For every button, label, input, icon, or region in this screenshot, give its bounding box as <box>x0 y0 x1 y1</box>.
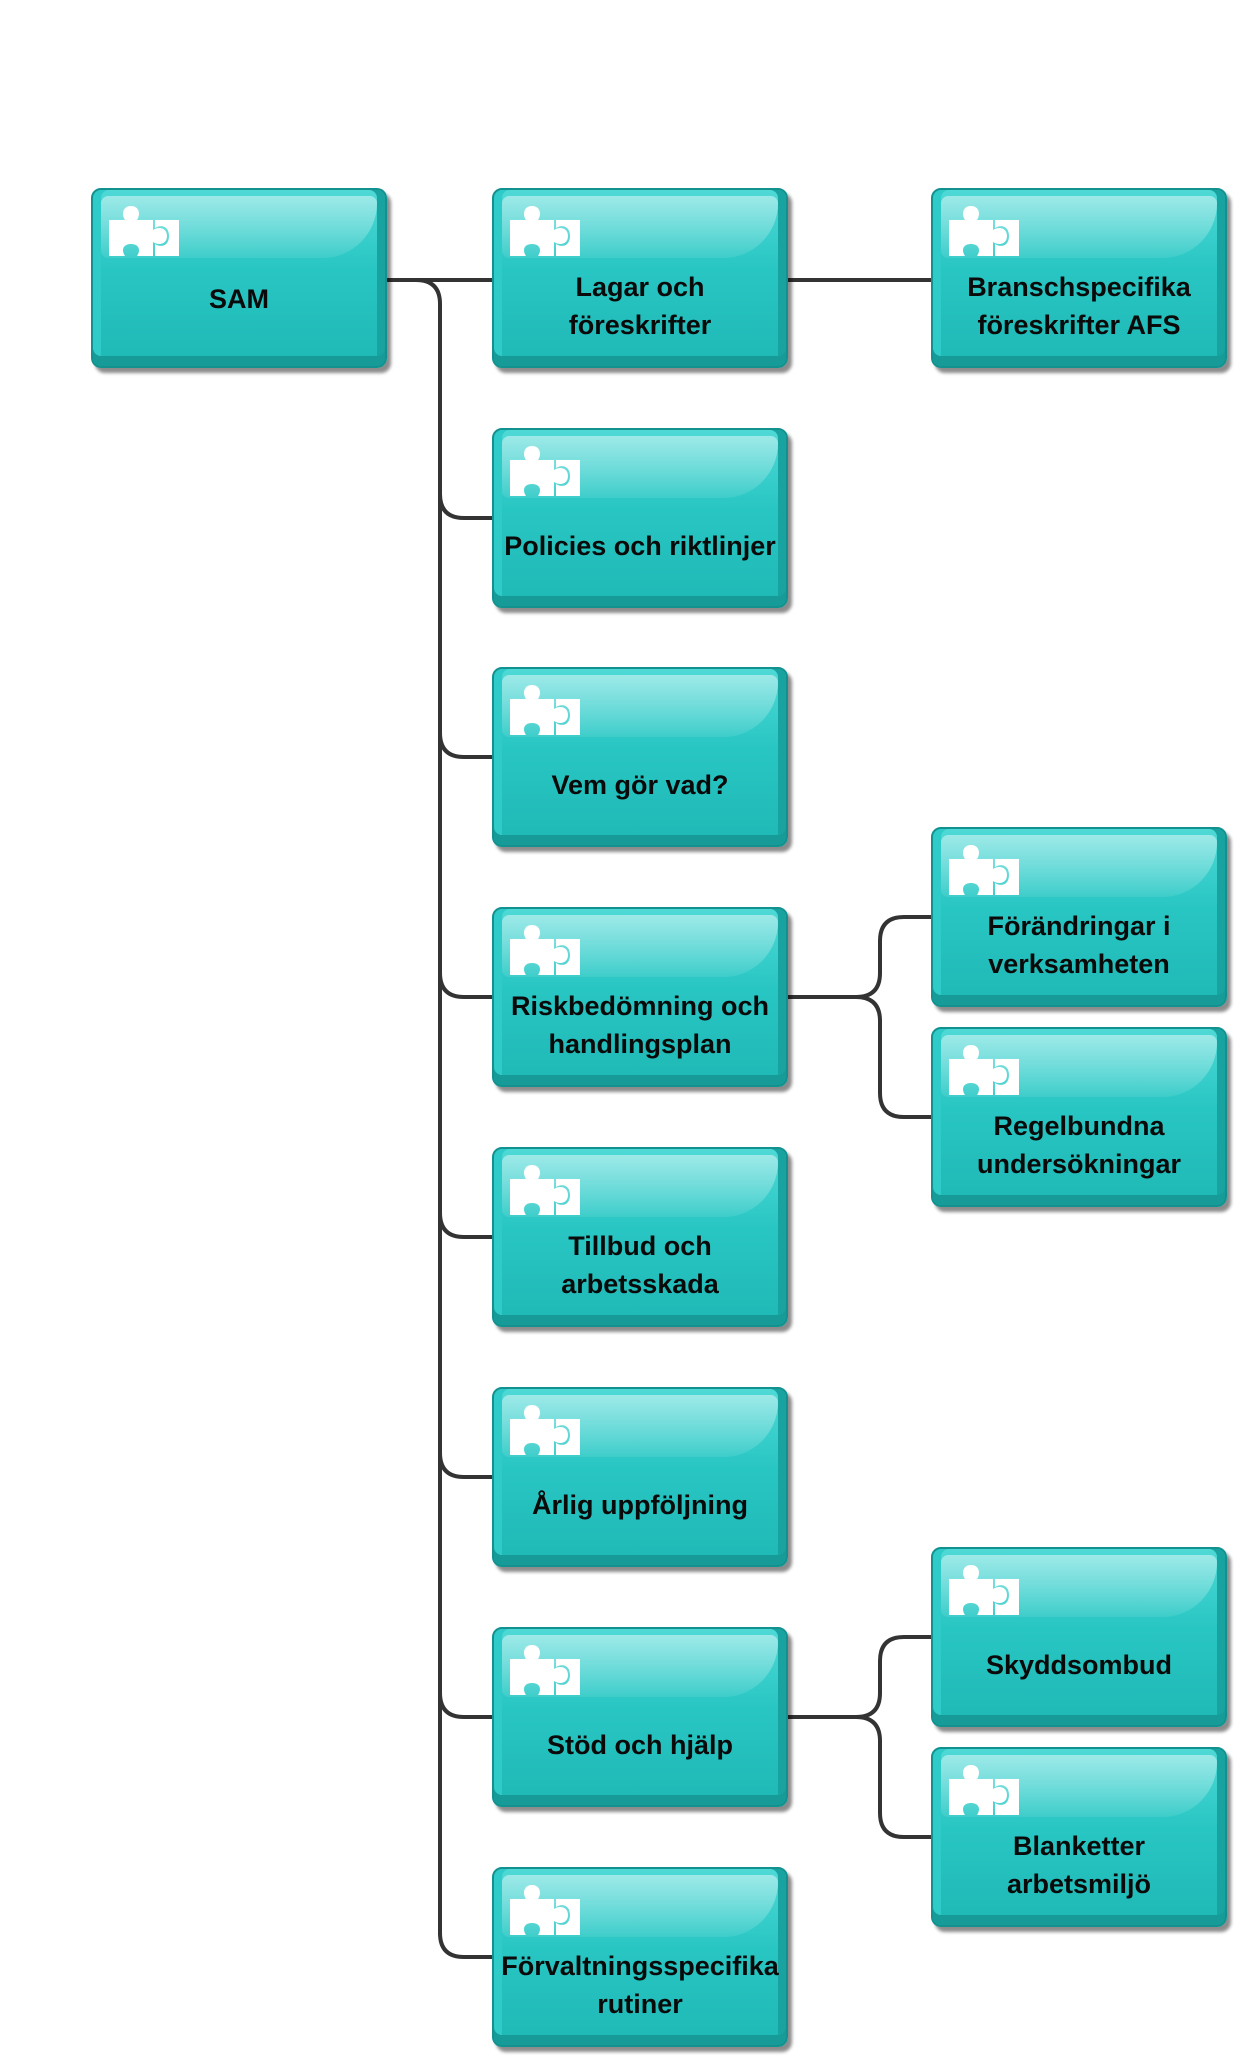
node-lagar-och-foreskrifter[interactable]: Lagar och föreskrifter <box>492 188 788 368</box>
node-vem-gor-vad[interactable]: Vem gör vad? <box>492 667 788 847</box>
puzzle-piece-icon <box>510 1165 580 1215</box>
node-label: Förvaltningsspecifika rutiner <box>501 1951 779 2019</box>
node-label: SAM <box>209 284 269 314</box>
node-label: Riskbedömning och handlingsplan <box>510 991 770 1059</box>
node-forvaltningsspecifika-rutiner[interactable]: Förvaltningsspecifika rutiner <box>492 1867 788 2047</box>
node-label: Lagar och föreskrifter <box>568 272 712 340</box>
puzzle-piece-icon <box>510 685 580 735</box>
puzzle-piece-icon <box>949 1045 1019 1095</box>
node-forandringar-i-verksamheten[interactable]: Förändringar i verksamheten <box>931 827 1227 1007</box>
puzzle-piece-icon <box>949 1765 1019 1815</box>
puzzle-piece-icon <box>510 1885 580 1935</box>
node-label: Tillbud och arbetsskada <box>561 1231 719 1299</box>
node-label: Vem gör vad? <box>551 770 729 800</box>
node-label: Regelbundna undersökningar <box>976 1111 1182 1179</box>
connector-branch-5 <box>438 1692 492 1719</box>
puzzle-piece-icon <box>949 845 1019 895</box>
connector-branch-0 <box>438 493 492 520</box>
puzzle-piece-icon <box>510 206 580 256</box>
connector-stod-blanketter <box>855 1715 931 1839</box>
node-tillbud-och-arbetsskada[interactable]: Tillbud och arbetsskada <box>492 1147 788 1327</box>
puzzle-piece-icon <box>510 925 580 975</box>
node-riskbedomning-och-handlingsplan[interactable]: Riskbedömning och handlingsplan <box>492 907 788 1087</box>
connector-trunk <box>415 278 442 1935</box>
connector-branch-6 <box>438 1932 492 1959</box>
node-sam[interactable]: SAM <box>91 188 387 368</box>
puzzle-piece-icon <box>510 1405 580 1455</box>
node-label: Policies och riktlinjer <box>504 531 776 561</box>
node-blanketter-arbetsmiljo[interactable]: Blanketter arbetsmiljö <box>931 1747 1227 1927</box>
puzzle-piece-icon <box>949 1565 1019 1615</box>
connector-risk-regelbundna <box>855 995 931 1119</box>
node-skyddsombud[interactable]: Skyddsombud <box>931 1547 1227 1727</box>
node-label: Blanketter arbetsmiljö <box>1006 1831 1152 1899</box>
node-label: Skyddsombud <box>985 1650 1173 1680</box>
node-branschspecifika-foreskrifter-afs[interactable]: Branschspecifika föreskrifter AFS <box>931 188 1227 368</box>
connector-branch-2 <box>438 972 492 999</box>
puzzle-piece-icon <box>510 446 580 496</box>
connector-risk-forandringar <box>788 915 931 999</box>
connector-branch-3 <box>438 1212 492 1239</box>
node-stod-och-hjalp[interactable]: Stöd och hjälp <box>492 1627 788 1807</box>
connector-branch-1 <box>438 732 492 759</box>
connector-branch-4 <box>438 1452 492 1479</box>
node-label: Branschspecifika föreskrifter AFS <box>967 272 1191 340</box>
node-arlig-uppfoljning[interactable]: Årlig uppföljning <box>492 1387 788 1567</box>
puzzle-piece-icon <box>510 1645 580 1695</box>
node-label: Förändringar i verksamheten <box>987 911 1171 979</box>
node-label: Årlig uppföljning <box>532 1490 748 1520</box>
puzzle-piece-icon <box>949 206 1019 256</box>
node-regelbundna-undersokningar[interactable]: Regelbundna undersökningar <box>931 1027 1227 1207</box>
connector-stod-skyddsombud <box>788 1635 931 1719</box>
node-policies-och-riktlinjer[interactable]: Policies och riktlinjer <box>492 428 788 608</box>
node-label: Stöd och hjälp <box>547 1730 733 1760</box>
